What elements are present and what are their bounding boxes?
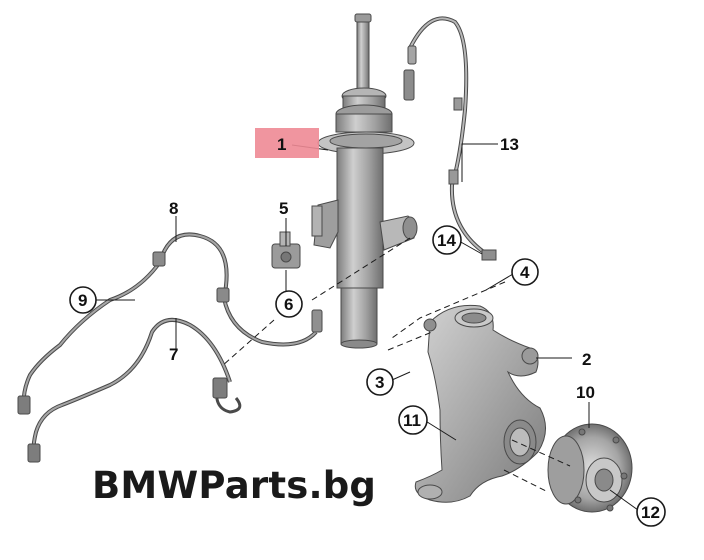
callout-10[interactable]: 10 bbox=[576, 383, 595, 402]
callout-9[interactable]: 9 bbox=[78, 291, 87, 310]
callout-4-group: 4 bbox=[511, 258, 539, 286]
callout-11-group: 11 bbox=[398, 405, 428, 435]
wheel-hub-bearing bbox=[547, 423, 633, 513]
callout-3[interactable]: 3 bbox=[375, 373, 384, 392]
callout-1[interactable]: 1 bbox=[277, 135, 286, 154]
callout-2-group: 2 bbox=[582, 350, 591, 369]
shock-absorber-strut bbox=[311, 13, 418, 349]
callout-9-group: 9 bbox=[69, 286, 97, 314]
callout-labels: 1 2 3 4 5 6 7 8 9 10 11 12 bbox=[69, 135, 666, 527]
callout-13[interactable]: 13 bbox=[500, 135, 519, 154]
callout-12[interactable]: 12 bbox=[641, 503, 660, 522]
leader-lines bbox=[95, 143, 639, 511]
wheel-speed-sensor-cable-lower bbox=[27, 317, 242, 463]
callout-12-group: 12 bbox=[636, 497, 666, 527]
watermark-text: BMWParts.bg bbox=[92, 464, 377, 507]
callout-14-group: 14 bbox=[432, 225, 462, 255]
callout-7[interactable]: 7 bbox=[169, 345, 178, 364]
callout-6-group: 6 bbox=[275, 290, 303, 318]
callout-4[interactable]: 4 bbox=[520, 263, 530, 282]
steering-knuckle bbox=[414, 304, 546, 503]
callout-8[interactable]: 8 bbox=[169, 199, 178, 218]
callout-2[interactable]: 2 bbox=[582, 350, 591, 369]
assembly-lines bbox=[221, 237, 571, 493]
brake-wear-sensor-cable bbox=[403, 16, 497, 261]
callout-11[interactable]: 11 bbox=[403, 411, 421, 430]
ride-height-sensor bbox=[271, 231, 301, 269]
callout-1-highlight bbox=[255, 128, 319, 158]
callout-3-group: 3 bbox=[366, 368, 394, 396]
callout-5[interactable]: 5 bbox=[279, 199, 288, 218]
callout-14[interactable]: 14 bbox=[437, 231, 456, 250]
callout-6[interactable]: 6 bbox=[284, 295, 293, 314]
